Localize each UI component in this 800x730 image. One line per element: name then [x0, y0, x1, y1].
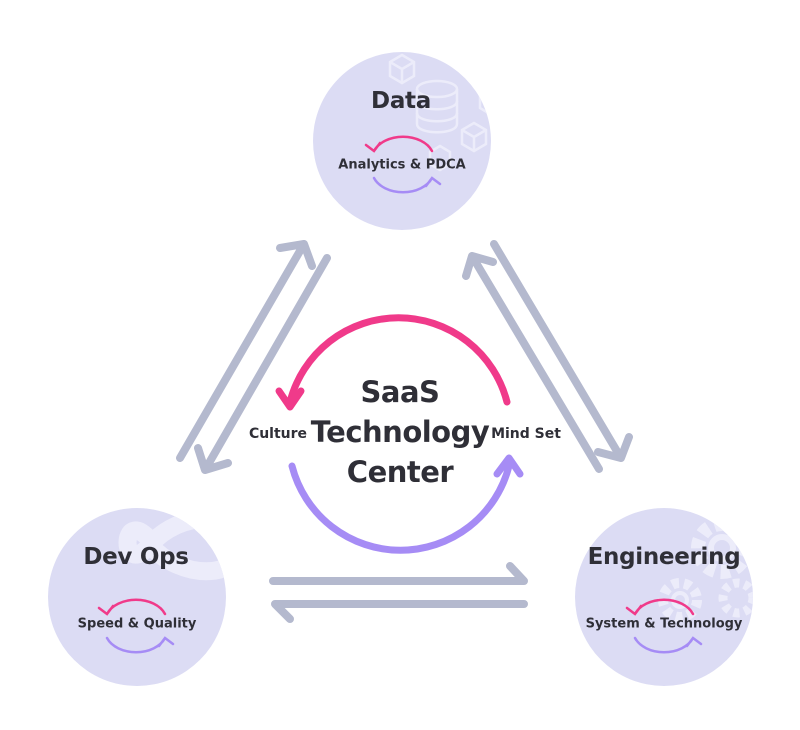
node-engineering-circle: [575, 508, 753, 686]
arrow-engineering-to-devops: [271, 600, 528, 623]
center-cycle-top-arrowhead: [275, 387, 305, 411]
node-engineering: [575, 508, 753, 686]
center-title-line-1: SaaS: [360, 375, 440, 409]
node-devops-subtitle: Speed & Quality: [77, 616, 197, 632]
center-title-line-3: Center: [346, 455, 454, 489]
data-cycle-icon: [364, 135, 442, 194]
center-title-line-2: Technology: [310, 415, 490, 449]
center-cycle-bottom-arrowhead: [493, 454, 524, 478]
center-cycle: [275, 314, 524, 554]
arrow-data-to-devops: [194, 254, 331, 474]
connector-arrows: [176, 240, 633, 623]
arrow-data-to-engineering: [490, 240, 633, 462]
devops-cycle-icon: [97, 598, 175, 654]
node-data: [313, 52, 491, 230]
center-left-label: Culture: [248, 426, 308, 442]
arrow-devops-to-engineering: [269, 562, 528, 585]
center-cycle-top-arc: [286, 314, 511, 406]
node-devops-title: Dev Ops: [83, 544, 189, 570]
node-engineering-title: Engineering: [587, 544, 741, 570]
node-devops-circle: [48, 508, 226, 686]
arrow-engineering-to-data: [462, 252, 603, 473]
data-cycle-top-arc: [364, 135, 434, 153]
center-cycle-bottom-arc: [288, 462, 513, 554]
node-data-subtitle: Analytics & PDCA: [338, 157, 466, 173]
node-devops: [48, 508, 226, 686]
node-engineering-subtitle: System & Technology: [585, 616, 743, 632]
center-title: SaaS Technology Center: [311, 372, 490, 492]
arrow-devops-to-data: [176, 240, 316, 462]
center-right-label: Mind Set: [491, 426, 561, 442]
data-cycle-bottom-arc: [372, 176, 442, 194]
node-data-title: Data: [371, 88, 431, 114]
engineering-cycle-icon: [625, 598, 703, 654]
